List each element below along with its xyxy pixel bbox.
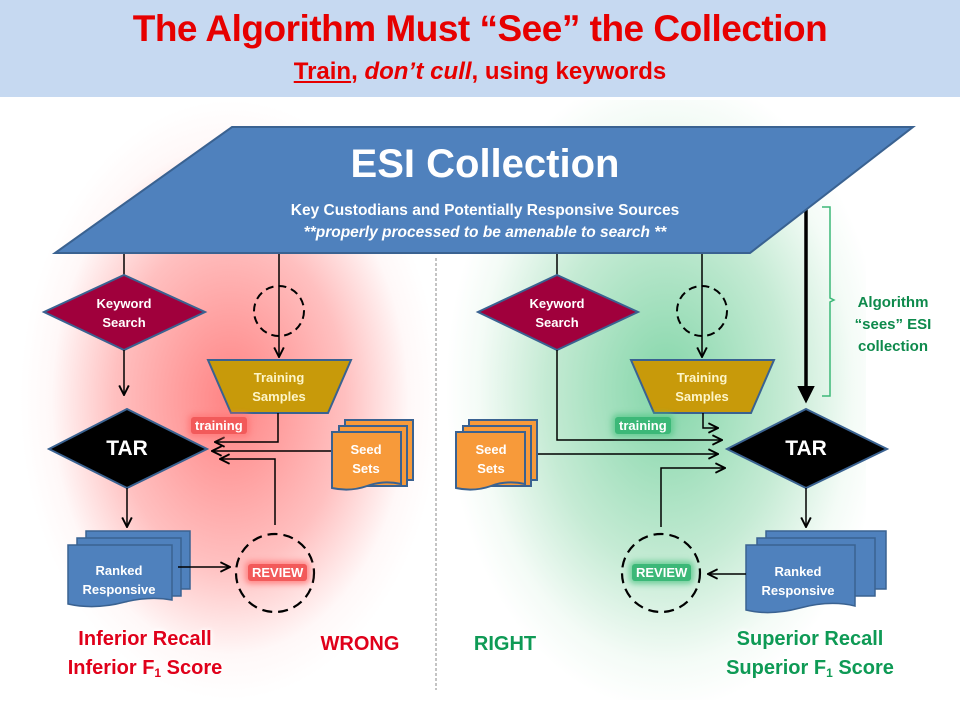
left-tar-label: TAR [106, 437, 148, 460]
label-line: Seed [350, 442, 382, 457]
outcome-text: Inferior F [67, 657, 155, 679]
left-outcome: Inferior Recall Inferior F1 Score [40, 625, 250, 688]
left-training-samples-shape [206, 359, 353, 414]
label-line: Training [676, 370, 728, 385]
right-review-label: REVIEW [632, 564, 692, 581]
label-line: Search [102, 315, 146, 330]
left-review-label: REVIEW [248, 564, 308, 581]
right-training-samples-label: Training Samples [652, 368, 752, 406]
header-band [0, 0, 960, 97]
esi-collection-title: ESI Collection [350, 142, 620, 186]
note-line: Algorithm [857, 294, 929, 311]
page-subtitle: Train, don’t cull, using keywords [0, 58, 960, 86]
connector [660, 468, 725, 527]
label-line: Search [535, 315, 579, 330]
label-line: Responsive [761, 583, 835, 598]
connector [702, 413, 718, 428]
esi-line1: Key Custodians and Potentially Responsiv… [290, 202, 680, 219]
outcome-line: Inferior F1 Score [40, 654, 250, 688]
right-iteration-cycle-icon [676, 285, 728, 337]
label-line: Seed [475, 442, 507, 457]
right-ranked-responsive-stack [745, 530, 887, 614]
outcome-subscript: 1 [154, 666, 162, 680]
label-line: Samples [252, 389, 306, 404]
left-ranked-responsive-label: Ranked Responsive [64, 561, 174, 599]
right-training-tag: training [615, 417, 671, 434]
right-ranked-responsive-label: Ranked Responsive [743, 562, 853, 600]
left-review-cycle-icon [234, 532, 316, 614]
outcome-line: Inferior Recall [78, 628, 212, 650]
outcome-line: Superior Recall [736, 628, 884, 650]
connector [220, 459, 276, 525]
subtitle-train: Train [293, 58, 352, 85]
left-training-samples-label: Training Samples [229, 368, 329, 406]
connector [215, 413, 279, 442]
right-seed-sets-label: Seed Sets [461, 440, 521, 478]
note-line: collection [857, 338, 928, 355]
left-seed-sets-stack [331, 419, 414, 491]
esi-collection-shape [51, 126, 916, 254]
left-seed-sets-label: Seed Sets [336, 440, 396, 478]
subtitle-comma1: , [351, 58, 365, 85]
connector [556, 350, 722, 440]
label-line: Responsive [82, 582, 156, 597]
right-keyword-search-label: Keyword Search [507, 294, 607, 332]
esi-line2: **properly processed to be amenable to s… [303, 224, 667, 241]
right-tar-label: TAR [785, 437, 827, 460]
outcome-text: Score [832, 657, 894, 679]
label-line: Samples [675, 389, 729, 404]
esi-collection-subtitle: Key Custodians and Potentially Responsiv… [200, 200, 770, 244]
left-keyword-search-label: Keyword Search [74, 294, 174, 332]
label-line: Sets [477, 461, 505, 476]
right-verdict: RIGHT [473, 633, 537, 655]
right-outcome: Superior Recall Superior F1 Score [710, 625, 910, 688]
label-line: Training [253, 370, 305, 385]
label-line: Sets [352, 461, 380, 476]
algorithm-sees-note: Algorithm “sees” ESI collection [838, 292, 948, 358]
outcome-line: Superior F1 Score [710, 654, 910, 688]
right-training-samples-shape [629, 359, 776, 414]
subtitle-dont-cull: don’t cull [364, 58, 472, 85]
algorithm-bracket [822, 206, 836, 397]
label-line: Ranked [95, 563, 143, 578]
outcome-text: Score [161, 657, 223, 679]
right-review-cycle-icon [620, 532, 702, 614]
subtitle-rest: , using keywords [471, 58, 667, 85]
label-line: Ranked [774, 564, 822, 579]
wrong-verdict: WRONG [320, 633, 400, 655]
page-title: The Algorithm Must “See” the Collection [132, 8, 828, 49]
left-iteration-cycle-icon [253, 285, 305, 337]
outcome-subscript: 1 [826, 666, 833, 680]
label-line: Keyword [96, 296, 152, 311]
label-line: Keyword [529, 296, 585, 311]
right-seed-sets-stack [455, 419, 538, 491]
outcome-text: Superior F [726, 657, 827, 679]
note-line: “sees” ESI [854, 316, 932, 333]
left-training-tag: training [191, 417, 247, 434]
